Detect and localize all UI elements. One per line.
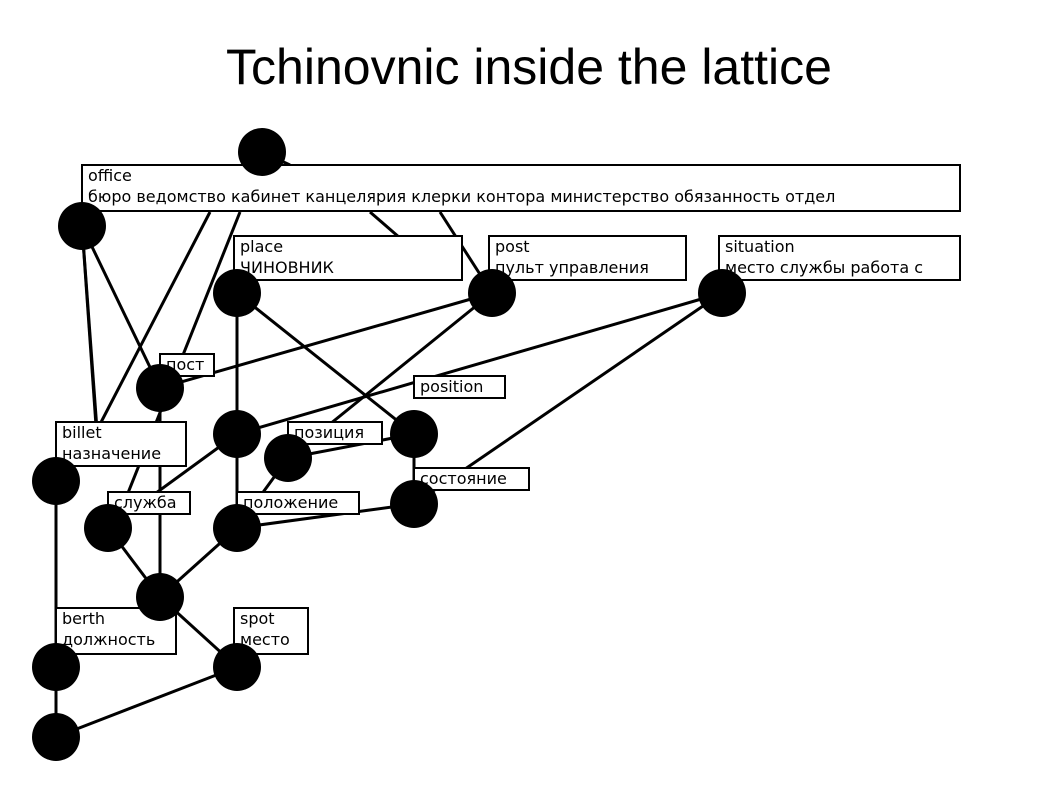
lattice-node-pos_ru <box>136 364 184 412</box>
label-box-frame <box>718 235 961 281</box>
lattice-node-lnode <box>32 457 80 505</box>
label-box-frame <box>236 491 360 515</box>
label-text: назначение <box>62 444 161 463</box>
lattice-edge-extra-2 <box>369 210 401 240</box>
label-text: служба <box>114 493 177 512</box>
label-text: spot <box>240 609 275 628</box>
label-box-frame <box>287 421 383 445</box>
label-text: position <box>420 377 483 396</box>
label-text: бюро ведомство кабинет канцелярия клерки… <box>88 187 835 206</box>
lattice-edge-place-posit <box>236 291 415 436</box>
label-text: пост <box>166 355 204 374</box>
lattice-node-polo <box>213 504 261 552</box>
lattice-node-pozic <box>264 434 312 482</box>
label-box-billet: billet назначение <box>55 421 187 467</box>
label-text: ЧИНОВНИК <box>240 258 335 277</box>
label-box-situation-ru: положение <box>236 491 360 515</box>
label-text: office <box>88 166 132 185</box>
lattice-node-place <box>213 269 261 317</box>
label-text: пульт управления <box>495 258 649 277</box>
label-text: место службы работа с <box>725 258 923 277</box>
label-text: позиция <box>294 423 364 442</box>
lattice-node-billet <box>213 410 261 458</box>
lattice-node-bottom <box>32 713 80 761</box>
label-box-frame <box>233 235 463 281</box>
lattice-edge-extra-5 <box>80 225 99 431</box>
label-text: положение <box>243 493 338 512</box>
label-text: billet <box>62 423 102 442</box>
lattice-edge-post-pos_ru <box>159 291 493 390</box>
slide-title: Tchinovnic inside the lattice <box>226 39 832 95</box>
lattice-node-berth <box>32 643 80 691</box>
lattice-node-top <box>238 128 286 176</box>
lattice-node-sost <box>390 480 438 528</box>
label-box-frame <box>55 421 187 467</box>
label-box-spot: spot место <box>233 607 309 655</box>
lattice-edge-office-pos_ru <box>80 225 162 389</box>
label-text: situation <box>725 237 795 256</box>
label-box-frame <box>81 164 961 212</box>
label-box-frame <box>413 467 530 491</box>
label-box-position-ru: позиция <box>287 421 383 445</box>
label-box-frame <box>107 491 191 515</box>
lattice-node-sluzh <box>84 504 132 552</box>
label-text: место <box>240 630 290 649</box>
label-text: place <box>240 237 283 256</box>
label-box-frame <box>488 235 687 281</box>
lattice-edge-sost-polo <box>236 502 415 530</box>
label-box-post: post пульт управления <box>488 235 687 281</box>
lattice-edge-extra-0 <box>95 211 212 431</box>
lattice-node-posit <box>390 410 438 458</box>
label-boxes: office бюро ведомство кабинет канцелярия … <box>55 164 961 655</box>
lattice-node-office <box>58 202 106 250</box>
label-box-frame <box>413 375 506 399</box>
label-text: berth <box>62 609 105 628</box>
label-box-service: служба <box>107 491 191 515</box>
label-box-state: состояние <box>413 467 530 491</box>
lattice-node-post <box>468 269 516 317</box>
lattice-edge-situation-billet <box>236 291 723 436</box>
label-text: состояние <box>420 469 507 488</box>
lattice-node-situation <box>698 269 746 317</box>
lattice-nodes <box>32 128 746 761</box>
label-box-situation: situation место службы работа с <box>718 235 961 281</box>
label-text: post <box>495 237 530 256</box>
label-box-position: position <box>413 375 506 399</box>
lattice-edge-spot-bottom <box>55 665 238 739</box>
label-text: должность <box>62 630 155 649</box>
lattice-node-meet <box>136 573 184 621</box>
label-box-office: office бюро ведомство кабинет канцелярия … <box>81 164 961 212</box>
lattice-node-spot <box>213 643 261 691</box>
